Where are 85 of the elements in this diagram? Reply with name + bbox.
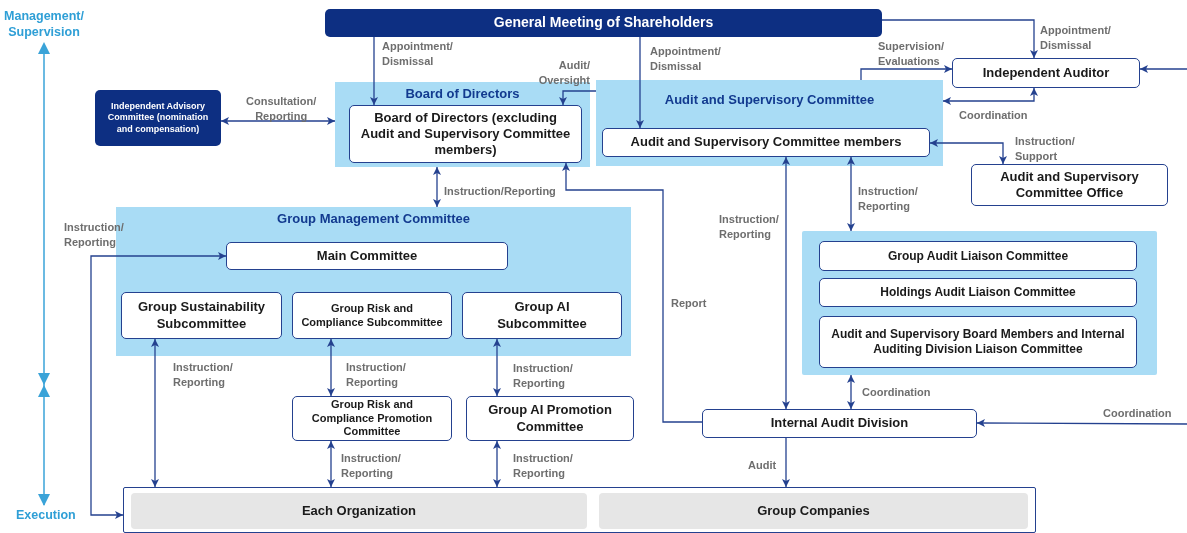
meeting-box	[325, 9, 882, 37]
panel-heading: Group Management Committee	[276, 211, 471, 228]
node-label: Audit and Supervisory Committee Office	[999, 168, 1140, 202]
edge-label: Coordination	[862, 385, 931, 400]
edge-label: Instruction/Reporting	[444, 184, 556, 199]
connector-arrow	[370, 36, 378, 106]
committee-box	[819, 316, 1137, 368]
connector-arrow	[782, 437, 790, 488]
edge-label: Coordination	[1103, 406, 1172, 421]
edge-label: Appointment/ Dismissal	[650, 44, 721, 74]
committee-box	[349, 105, 582, 163]
node-label: Audit and Supervisory Committee members	[629, 134, 903, 151]
connector-arrow	[929, 139, 1007, 165]
axis-label: Execution	[16, 507, 74, 524]
edge-label: Instruction/ Reporting	[173, 360, 233, 390]
group-panel	[802, 231, 1157, 375]
node-label: Independent Auditor	[981, 64, 1111, 82]
node-label: Main Committee	[315, 247, 419, 265]
edge-label: Instruction/ Reporting	[346, 360, 406, 390]
office-box	[971, 164, 1168, 206]
node-label: Group Risk and Compliance Subcommittee	[300, 301, 444, 330]
committee-box	[121, 292, 282, 339]
edge-label: Audit	[748, 458, 777, 473]
division-box	[702, 409, 977, 438]
edge-label: Instruction/ Reporting	[513, 451, 573, 481]
panel-heading: Audit and Supervisory Committee	[663, 92, 876, 109]
connector-arrow	[559, 90, 597, 106]
connector-arrow	[327, 440, 335, 488]
committee-box	[226, 242, 508, 270]
node-label: Group AI Promotion Committee	[487, 402, 613, 435]
auditor-box	[952, 58, 1140, 88]
organization-panel	[123, 487, 1036, 533]
edge-label: Instruction/ Support	[1015, 134, 1075, 164]
panel-heading: Board of Directors	[404, 86, 521, 103]
node-label: Group AI Subcommittee	[496, 299, 588, 332]
connector-arrow	[782, 156, 790, 410]
edge-label: Instruction/ Reporting	[719, 212, 779, 242]
node-label: Each Organization	[300, 502, 418, 520]
node-label: Internal Audit Division	[769, 415, 910, 432]
connector-arrow	[1139, 65, 1187, 73]
node-label: Group Risk and Compliance Promotion Committee	[310, 397, 434, 440]
node-label: Holdings Audit Liaison Committee	[879, 285, 1077, 300]
connector-arrow	[562, 162, 703, 423]
edge-label: Instruction/ Reporting	[341, 451, 401, 481]
committee-box	[292, 292, 452, 339]
edge-label: Coordination	[959, 108, 1028, 123]
organization-box	[131, 493, 587, 529]
connector-arrow	[433, 166, 441, 208]
edge-label: Instruction/ Reporting	[513, 361, 573, 391]
connector-arrow	[90, 252, 227, 519]
connector-arrow	[847, 156, 855, 232]
node-label: Group Sustainability Subcommittee	[136, 299, 267, 332]
edge-label: Consultation/ Reporting	[246, 94, 317, 124]
connector-arrow	[881, 19, 1038, 59]
edge-label: Supervision/ Evaluations	[878, 39, 945, 69]
node-label: Independent Advisory Committee (nomination and compensation)	[106, 101, 210, 135]
organization-box	[599, 493, 1028, 529]
connector-arrow	[151, 338, 159, 488]
edge-label: Instruction/ Reporting	[858, 184, 918, 214]
connector-arrow	[493, 338, 501, 397]
committee-box	[819, 278, 1137, 307]
edge-label: Appointment/ Dismissal	[382, 39, 453, 69]
group-panel	[596, 80, 943, 166]
committee-box	[95, 90, 221, 146]
node-label: Board of Directors (excluding Audit and Supervisory Committee members)	[359, 109, 572, 159]
axis-label: Management/ Supervision	[4, 8, 84, 41]
node-label: Group Audit Liaison Committee	[886, 248, 1070, 264]
edge-label: Report	[671, 296, 707, 311]
connector-arrow	[860, 65, 953, 81]
connector-arrow	[327, 338, 335, 397]
connector-arrow	[636, 36, 644, 129]
connector-arrow	[493, 440, 501, 488]
committee-box	[602, 128, 930, 157]
connector-arrow	[942, 87, 1038, 105]
committee-box	[462, 292, 622, 339]
committee-box	[819, 241, 1137, 271]
node-label: General Meeting of Shareholders	[492, 14, 715, 32]
committee-box	[292, 396, 452, 441]
connector-arrow	[220, 117, 336, 125]
node-label: Audit and Supervisory Board Members and Internal Auditing Division Liaison Committee	[830, 327, 1126, 357]
committee-box	[466, 396, 634, 441]
edge-label: Appointment/ Dismissal	[1040, 23, 1111, 53]
node-label: Group Companies	[756, 502, 871, 520]
connector-arrow	[847, 374, 855, 410]
connector-arrow	[976, 419, 1187, 428]
